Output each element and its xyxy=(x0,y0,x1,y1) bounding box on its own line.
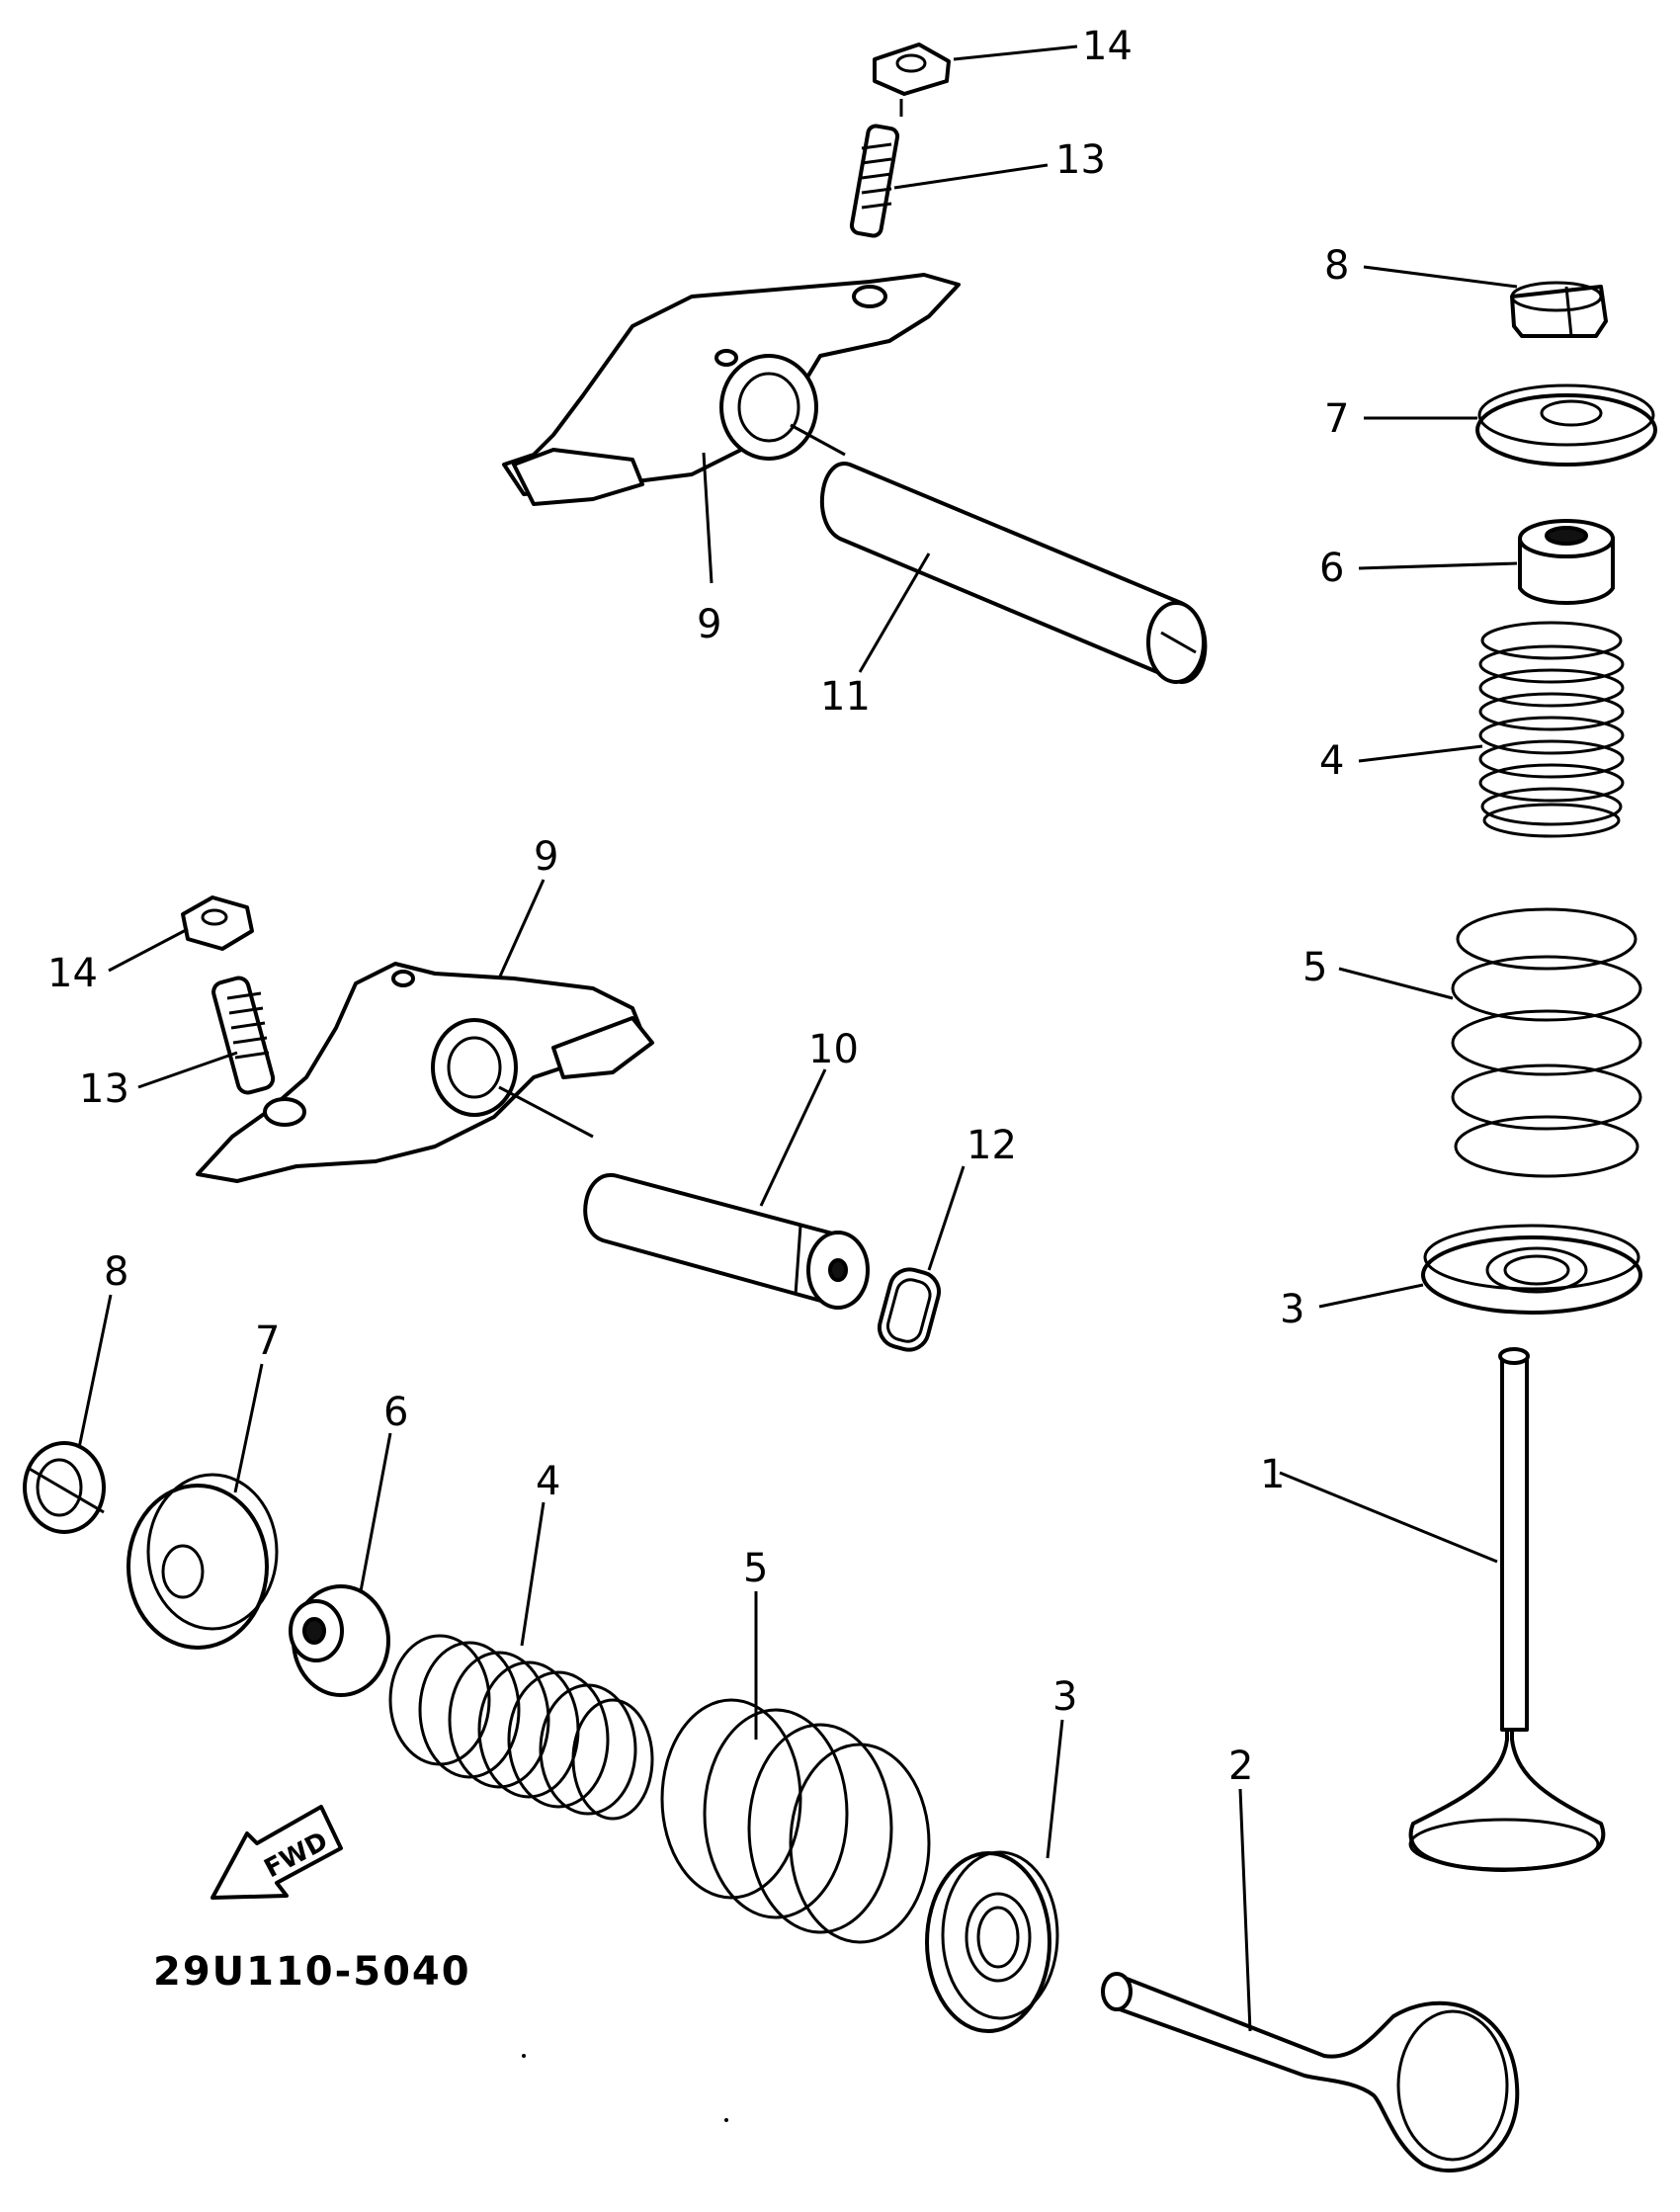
callout-6-right: 6 xyxy=(1319,546,1344,591)
callout-7-right: 7 xyxy=(1324,396,1349,442)
callout-3-right: 3 xyxy=(1280,1287,1304,1332)
top-rocker-assembly xyxy=(502,43,1208,684)
spring-seat-bottom xyxy=(925,1850,1059,2033)
cotter-left xyxy=(23,1441,106,1534)
callout-labels: 14 13 9 11 8 7 6 4 5 3 1 9 14 13 10 12 8… xyxy=(47,24,1349,1789)
rocker-shaft-mid xyxy=(583,1173,870,1310)
callout-8-left: 8 xyxy=(104,1249,128,1295)
retainer-right xyxy=(1475,383,1657,467)
nut-top xyxy=(873,43,951,96)
retainer-left xyxy=(126,1473,279,1650)
valve-right xyxy=(1408,1347,1606,1872)
rocker-shaft-top xyxy=(819,462,1208,684)
rocker-arm-mid xyxy=(196,962,654,1183)
rocker-arm-top xyxy=(502,273,961,506)
callout-9-top: 9 xyxy=(697,602,721,647)
callout-3-bottom: 3 xyxy=(1052,1674,1077,1720)
callout-4-left: 4 xyxy=(536,1459,560,1504)
inner-spring-right xyxy=(1478,621,1625,838)
right-valve-stack xyxy=(1408,281,1657,1872)
mid-rocker-assembly xyxy=(181,895,942,1352)
stem-seal-right xyxy=(1518,519,1615,605)
bottom-valve-stack xyxy=(23,1441,1520,2173)
spring-seat-right xyxy=(1421,1224,1642,1315)
callout-6-left: 6 xyxy=(383,1390,408,1435)
callout-5-left: 5 xyxy=(743,1546,768,1591)
leader-lines xyxy=(77,44,1518,2032)
callout-13-top: 13 xyxy=(1055,137,1106,183)
part-number-code: 29U110-5040 xyxy=(153,1949,471,1995)
circlip xyxy=(877,1267,942,1352)
callout-2: 2 xyxy=(1228,1744,1253,1789)
adjust-screw-mid xyxy=(211,976,276,1095)
nut-mid xyxy=(181,895,254,951)
callout-7-left: 7 xyxy=(255,1319,280,1364)
outer-spring-left xyxy=(660,1698,931,1944)
fwd-arrow: FWD xyxy=(210,1805,343,1900)
valve-bottom xyxy=(1101,1972,1520,2173)
callout-8-right: 8 xyxy=(1324,243,1349,289)
callout-9-mid: 9 xyxy=(534,834,558,880)
callout-4-right: 4 xyxy=(1319,738,1344,784)
callout-1: 1 xyxy=(1260,1452,1285,1497)
callout-14-top: 14 xyxy=(1082,24,1133,69)
cotter-right xyxy=(1510,281,1608,338)
outer-spring-right xyxy=(1451,907,1642,1178)
inner-spring-left xyxy=(388,1634,654,1821)
callout-5-right: 5 xyxy=(1302,945,1327,990)
callout-13-mid: 13 xyxy=(79,1066,129,1112)
callout-14-mid: 14 xyxy=(47,951,98,996)
callout-11: 11 xyxy=(820,674,871,720)
callout-10: 10 xyxy=(808,1027,859,1072)
adjust-screw-top xyxy=(849,124,900,238)
stem-seal-left xyxy=(289,1584,390,1697)
callout-12: 12 xyxy=(966,1123,1017,1168)
